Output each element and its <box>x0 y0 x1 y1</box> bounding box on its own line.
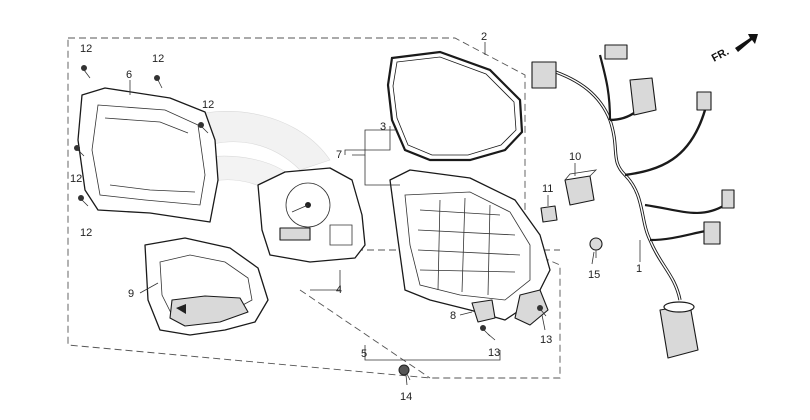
callout-10: 10 <box>569 151 581 163</box>
part-bracket <box>471 299 496 323</box>
callout-11: 11 <box>542 183 553 195</box>
callout-1: 1 <box>636 263 642 275</box>
front-direction-indicator: FR. <box>710 34 758 65</box>
part-wire-harness <box>531 44 735 359</box>
callout-14: 14 <box>400 391 412 403</box>
direction-label: FR. <box>710 46 731 65</box>
part-relay <box>564 169 598 206</box>
part-gasket <box>386 50 524 162</box>
part-meter-visor <box>144 237 269 336</box>
part-meter-case <box>389 169 551 326</box>
callout-13-b: 13 <box>540 334 552 346</box>
callout-4: 4 <box>336 284 342 296</box>
callout-15: 15 <box>588 269 600 281</box>
callout-8: 8 <box>450 310 456 322</box>
callout-13-a: 13 <box>488 347 500 359</box>
part-upper-meter-cover <box>77 87 219 223</box>
screw-icon-group <box>74 65 547 381</box>
part-meter-panel <box>257 167 366 263</box>
callout-12-c: 12 <box>202 99 214 111</box>
callout-12-e: 12 <box>80 227 92 239</box>
callout-labels: 1 2 3 4 5 6 7 8 9 10 11 12 12 12 12 12 1… <box>70 31 642 403</box>
callout-3: 3 <box>380 121 386 133</box>
callout-12-d: 12 <box>70 173 82 185</box>
callout-5: 5 <box>361 348 367 360</box>
callout-9: 9 <box>128 288 134 300</box>
callout-6: 6 <box>126 69 132 81</box>
part-clip <box>589 237 603 258</box>
leader-lines <box>129 42 641 386</box>
callout-7: 7 <box>336 149 342 161</box>
part-rubber-mount <box>540 205 558 223</box>
callout-12-b: 12 <box>152 53 164 65</box>
callout-2: 2 <box>481 31 487 43</box>
callout-12-a: 12 <box>80 43 92 55</box>
